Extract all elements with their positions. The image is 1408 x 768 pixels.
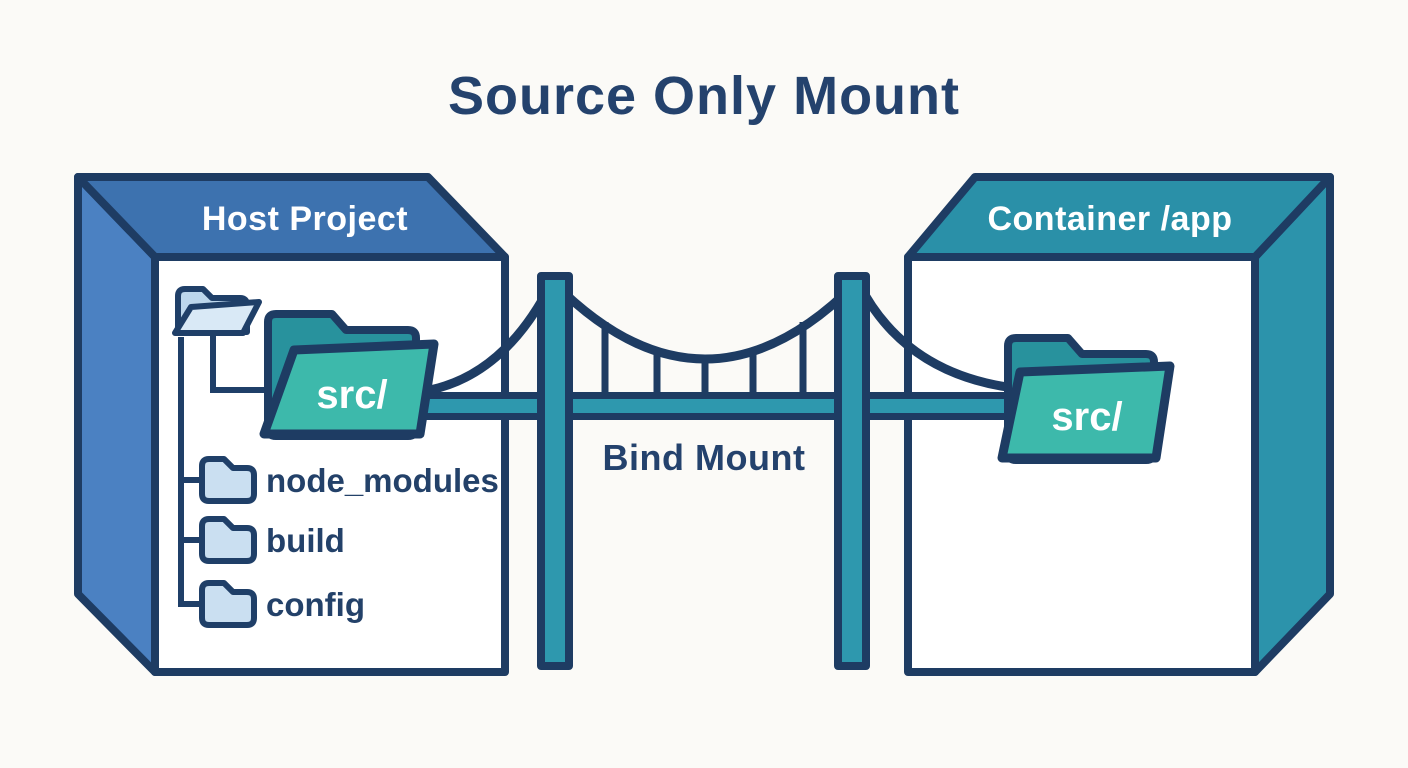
- bridge-tower-left: [537, 272, 573, 670]
- host-src-label: src/: [316, 373, 387, 417]
- container-box-side-face: [1251, 173, 1334, 676]
- folder-icon: [199, 456, 257, 504]
- bridge-cable-main: [550, 279, 860, 364]
- folder-icon: [199, 516, 257, 564]
- bridge-deck: [412, 392, 1014, 420]
- tree-item-config: config: [199, 580, 365, 628]
- tree-item-label: build: [266, 522, 345, 559]
- tree-branch-src: [210, 333, 269, 393]
- tree-item-label: config: [266, 586, 365, 623]
- host-box-side-face: [74, 173, 159, 676]
- tree-item-build: build: [199, 516, 345, 564]
- folder-icon: [199, 580, 257, 628]
- host-file-tree: node_modules build config: [172, 286, 499, 628]
- container-src-folder-icon: src/: [997, 334, 1175, 464]
- container-box-label: Container /app: [987, 200, 1232, 238]
- container-box-front-face: [904, 253, 1259, 676]
- tree-item-label: node_modules: [266, 462, 499, 499]
- host-src-folder-icon: src/: [259, 310, 439, 440]
- bridge-cable-right: [854, 279, 1019, 393]
- container-src-label: src/: [1051, 395, 1122, 439]
- bridge-tower-right: [834, 272, 870, 670]
- open-folder-icon: [172, 286, 262, 336]
- container-app-box: Container /app: [904, 173, 1334, 676]
- page-title: Source Only Mount: [448, 66, 960, 126]
- tree-item-node-modules: node_modules: [199, 456, 499, 504]
- suspension-bridge-icon: Bind Mount: [412, 272, 1019, 670]
- host-box-label: Host Project: [202, 200, 408, 238]
- bind-mount-label: Bind Mount: [603, 437, 806, 478]
